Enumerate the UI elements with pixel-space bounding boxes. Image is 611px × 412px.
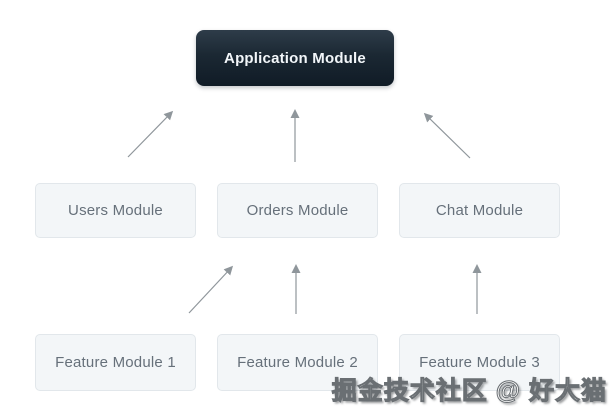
arrow-chat-to-application (423, 112, 471, 159)
arrow-feature1-to-orders (188, 265, 234, 314)
node-feature-module-1: Feature Module 1 (35, 334, 196, 391)
node-feature-module-3: Feature Module 3 (399, 334, 560, 391)
node-application-module: Application Module (196, 30, 394, 86)
node-chat-module-label: Chat Module (435, 202, 524, 219)
node-feature-module-1-label: Feature Module 1 (55, 354, 176, 371)
node-feature-module-3-label: Feature Module 3 (419, 354, 540, 371)
watermark-text: 掘金技术社区 @ 好大猫 (331, 377, 607, 406)
node-orders-module: Orders Module (217, 183, 378, 238)
node-application-module-label: Application Module (224, 49, 366, 67)
node-users-module-label: Users Module (68, 202, 163, 219)
node-users-module: Users Module (35, 183, 196, 238)
node-feature-module-2-label: Feature Module 2 (237, 354, 358, 371)
arrow-users-to-application (127, 110, 174, 158)
node-chat-module: Chat Module (399, 183, 560, 238)
node-feature-module-2: Feature Module 2 (217, 334, 378, 391)
node-orders-module-label: Orders Module (246, 202, 349, 219)
